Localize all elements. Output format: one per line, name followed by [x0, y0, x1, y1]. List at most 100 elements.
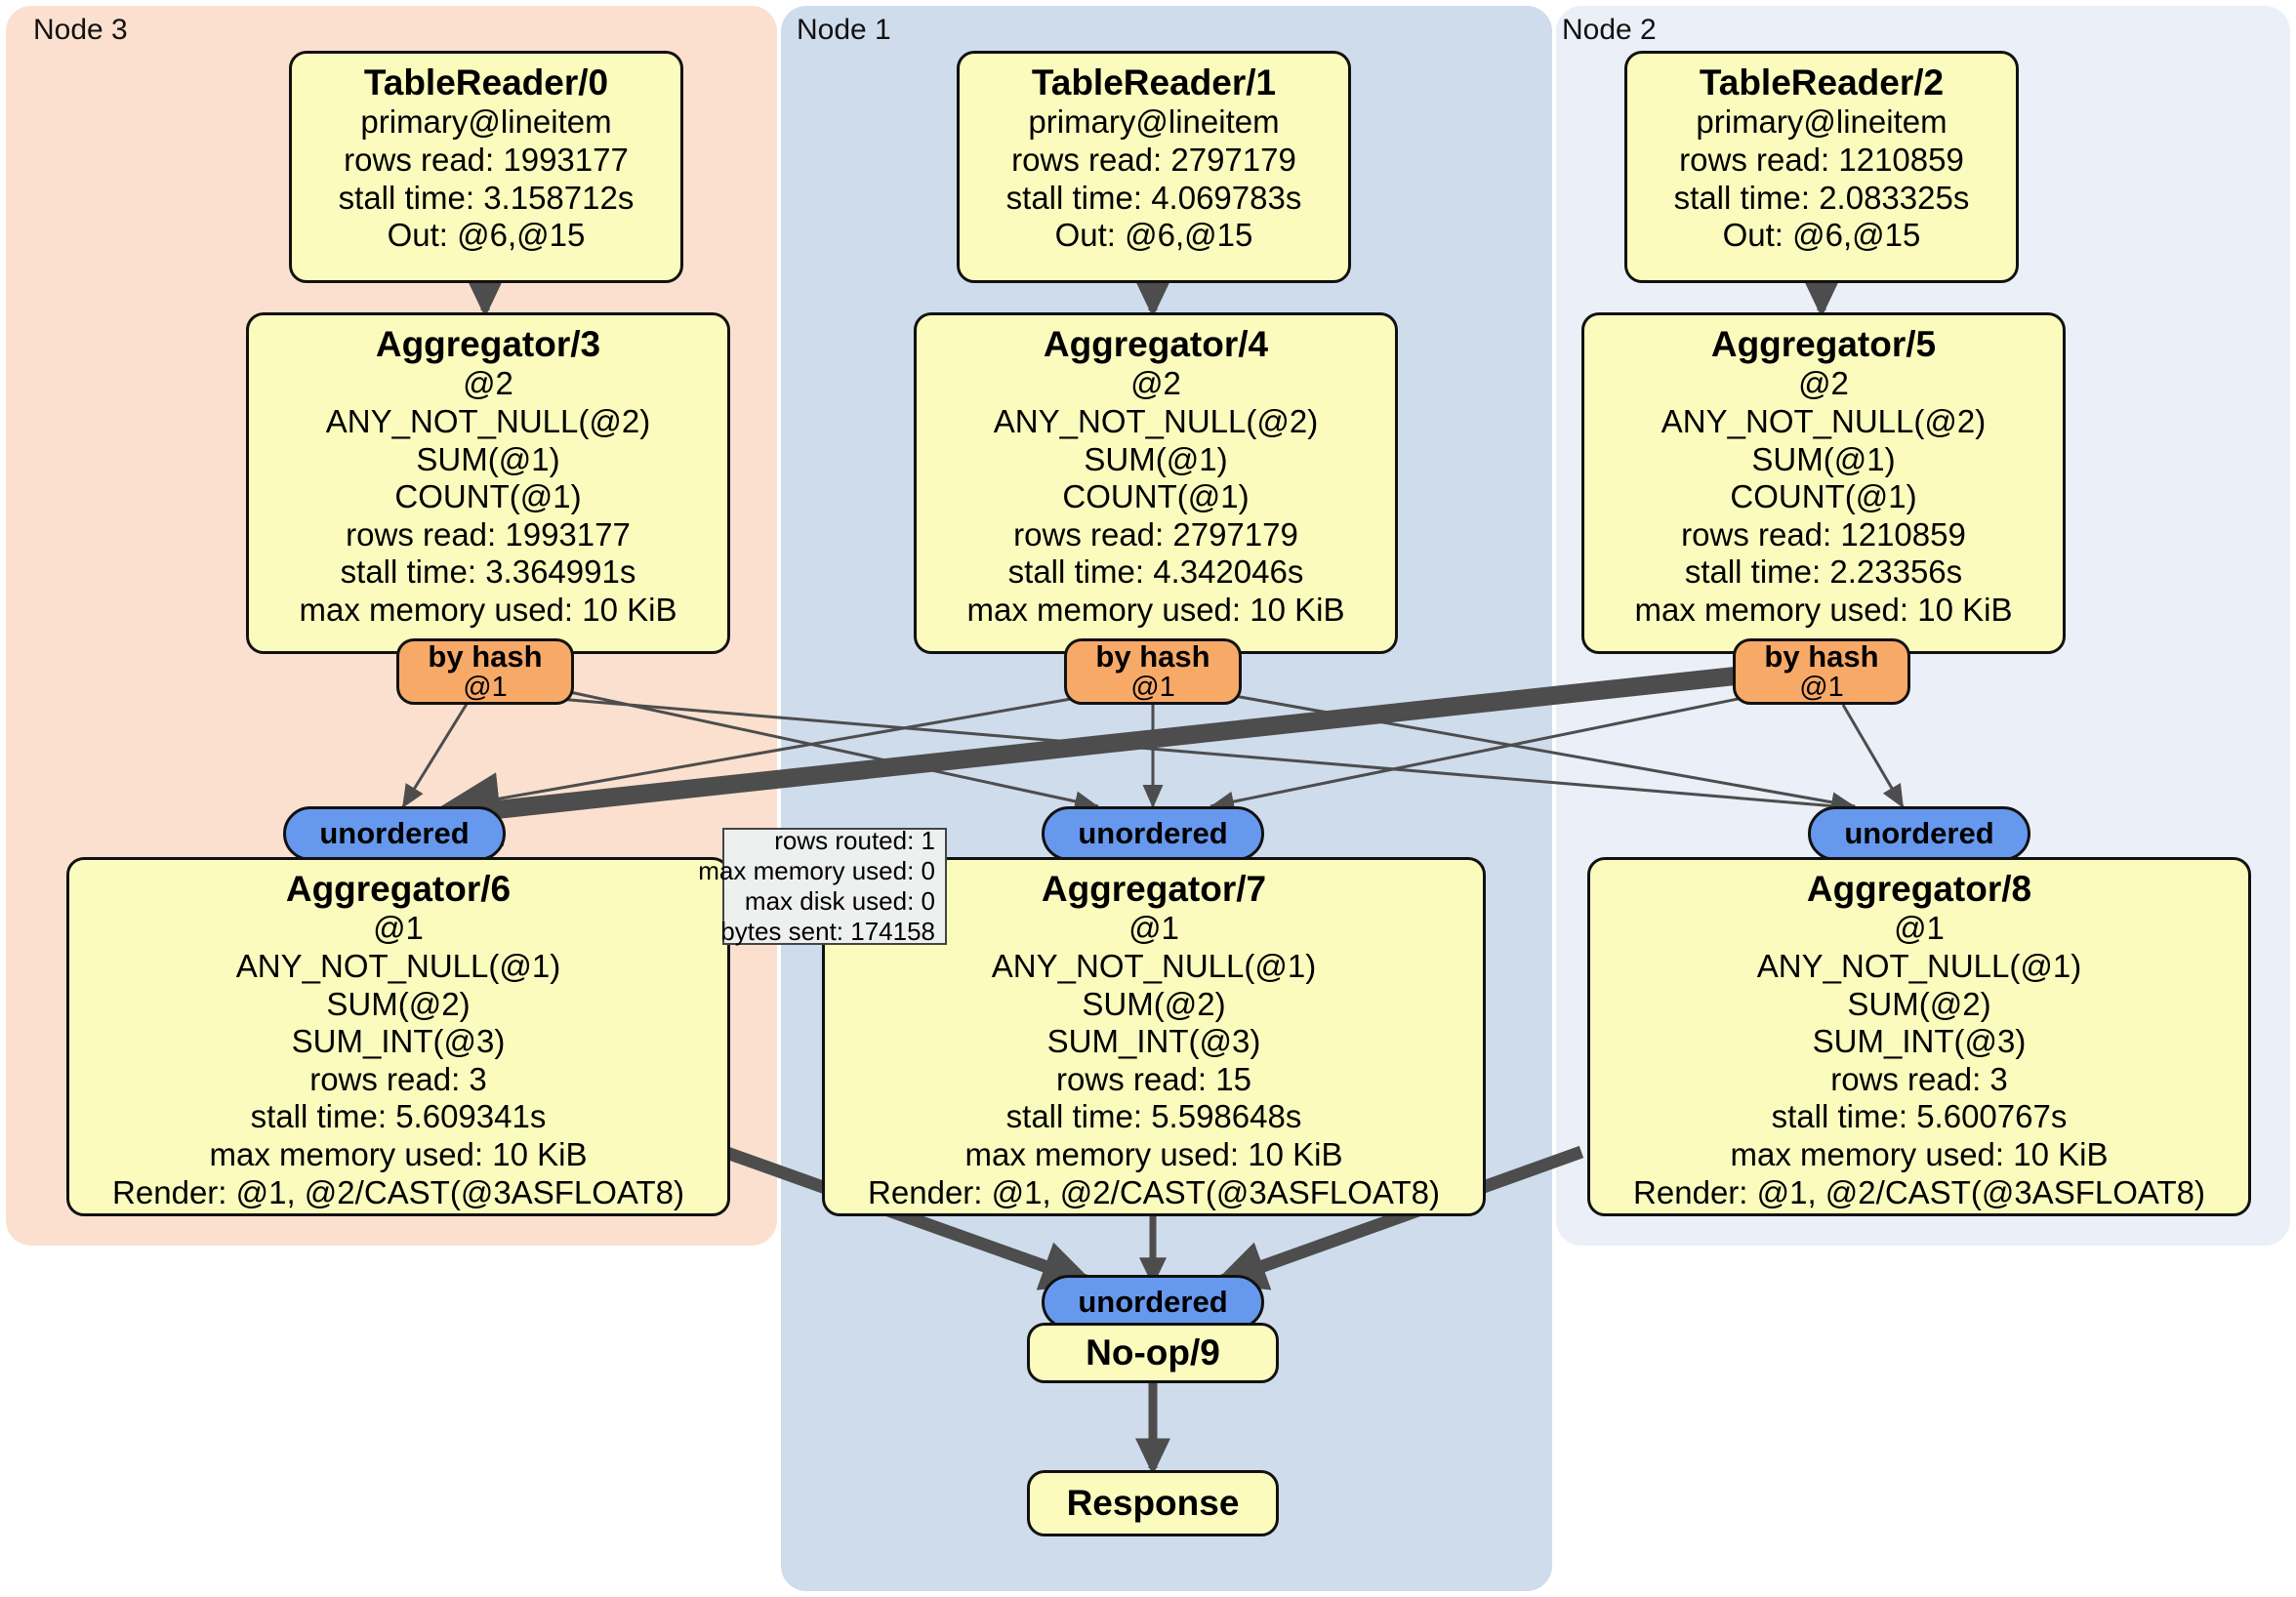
node-detail-line: max memory used: 10 KiB [1634, 591, 2013, 628]
node-aggregator-3[interactable]: Aggregator/3 @2 ANY_NOT_NULL(@2) SUM(@1)… [246, 312, 730, 654]
node-detail-line: stall time: 3.364991s [340, 553, 636, 591]
node-detail-line: COUNT(@1) [1730, 478, 1917, 515]
node-detail-line: rows read: 1993177 [344, 141, 629, 178]
router-by-hash-left[interactable]: by hash @1 [396, 638, 574, 705]
node-detail-line: Render: @1, @2/CAST(@3ASFLOAT8) [868, 1173, 1440, 1210]
node-detail-line: stall time: 4.342046s [1007, 553, 1304, 591]
node-detail-line: SUM_INT(@3) [1812, 1023, 2027, 1060]
node-detail-line: @1 [1894, 910, 1945, 947]
node-detail-line: stall time: 5.598648s [1005, 1098, 1302, 1135]
node-detail-line: SUM_INT(@3) [291, 1023, 506, 1060]
node-detail-line: stall time: 5.609341s [250, 1098, 547, 1135]
node-detail-line: stall time: 2.083325s [1673, 179, 1970, 216]
node-detail-line: @1 [1128, 910, 1179, 947]
node-detail-line: primary@lineitem [360, 103, 612, 141]
node-detail-line: max memory used: 10 KiB [299, 591, 677, 628]
stream-unordered-final[interactable]: unordered [1042, 1275, 1264, 1330]
node-detail-line: stall time: 4.069783s [1005, 179, 1302, 216]
node-detail-line: SUM(@2) [1082, 985, 1226, 1022]
node-detail-line: COUNT(@1) [394, 478, 582, 515]
cluster-label-node-1: Node 1 [797, 14, 891, 46]
router-column: @1 [1799, 672, 1844, 704]
node-detail-line: max memory used: 10 KiB [964, 1135, 1343, 1172]
node-title: Response [1066, 1483, 1240, 1524]
node-detail-line: stall time: 5.600767s [1771, 1098, 2068, 1135]
node-title: Aggregator/3 [375, 324, 601, 364]
tooltip-line: rows routed: 1 [774, 825, 935, 855]
node-detail-line: COUNT(@1) [1062, 478, 1250, 515]
node-detail-line: ANY_NOT_NULL(@2) [1660, 402, 1987, 439]
router-column: @1 [463, 672, 508, 704]
node-detail-line: SUM(@1) [1751, 440, 1896, 477]
node-detail-line: ANY_NOT_NULL(@1) [1756, 947, 2082, 984]
stream-unordered-right[interactable]: unordered [1808, 806, 2030, 861]
node-detail-line: max memory used: 10 KiB [209, 1135, 588, 1172]
node-detail-line: @2 [1130, 365, 1181, 402]
tooltip-line: max disk used: 0 [744, 886, 935, 916]
node-detail-line: SUM(@2) [1847, 985, 1991, 1022]
node-detail-line: @2 [1798, 365, 1849, 402]
node-title: Aggregator/8 [1806, 869, 2032, 909]
node-detail-line: rows read: 2797179 [1011, 141, 1296, 178]
stream-label: unordered [319, 815, 470, 850]
node-detail-line: SUM_INT(@3) [1046, 1023, 1261, 1060]
node-detail-line: ANY_NOT_NULL(@1) [991, 947, 1317, 984]
node-detail-line: Out: @6,@15 [1722, 217, 1921, 254]
node-detail-line: stall time: 3.158712s [338, 179, 635, 216]
router-by-hash-right[interactable]: by hash @1 [1733, 638, 1910, 705]
node-title: TableReader/2 [1699, 62, 1945, 102]
node-title: Aggregator/4 [1043, 324, 1269, 364]
node-detail-line: SUM(@2) [326, 985, 471, 1022]
cluster-label-node-2: Node 2 [1562, 14, 1657, 46]
node-tablereader-0[interactable]: TableReader/0 primary@lineitem rows read… [289, 51, 683, 283]
node-detail-line: ANY_NOT_NULL(@1) [235, 947, 561, 984]
node-detail-line: Out: @6,@15 [387, 217, 586, 254]
node-aggregator-4[interactable]: Aggregator/4 @2 ANY_NOT_NULL(@2) SUM(@1)… [914, 312, 1398, 654]
node-detail-line: max memory used: 10 KiB [1730, 1135, 2109, 1172]
node-title: Aggregator/5 [1710, 324, 1937, 364]
tooltip-line: bytes sent: 174158 [720, 917, 935, 947]
router-label: by hash [1095, 638, 1210, 674]
router-label: by hash [428, 638, 543, 674]
node-tablereader-2[interactable]: TableReader/2 primary@lineitem rows read… [1624, 51, 2019, 283]
node-detail-line: Render: @1, @2/CAST(@3ASFLOAT8) [1633, 1173, 2205, 1210]
node-title: TableReader/1 [1031, 62, 1277, 102]
node-aggregator-8[interactable]: Aggregator/8 @1 ANY_NOT_NULL(@1) SUM(@2)… [1587, 857, 2251, 1216]
node-aggregator-5[interactable]: Aggregator/5 @2 ANY_NOT_NULL(@2) SUM(@1)… [1581, 312, 2066, 654]
stream-label: unordered [1078, 1284, 1228, 1319]
cluster-label-node-3: Node 3 [33, 14, 128, 46]
router-label: by hash [1764, 638, 1879, 674]
node-detail-line: rows read: 2797179 [1013, 515, 1298, 553]
node-detail-line: rows read: 3 [1830, 1060, 2008, 1097]
node-detail-line: rows read: 1210859 [1681, 515, 1966, 553]
stream-label: unordered [1078, 815, 1228, 850]
node-detail-line: ANY_NOT_NULL(@2) [325, 402, 651, 439]
node-title: No-op/9 [1086, 1332, 1220, 1373]
node-detail-line: stall time: 2.23356s [1684, 553, 1963, 591]
node-detail-line: @1 [373, 910, 424, 947]
router-by-hash-center[interactable]: by hash @1 [1064, 638, 1242, 705]
stream-unordered-left[interactable]: unordered [283, 806, 506, 861]
node-detail-line: @2 [463, 365, 513, 402]
node-tablereader-1[interactable]: TableReader/1 primary@lineitem rows read… [957, 51, 1351, 283]
node-no-op-9[interactable]: No-op/9 [1027, 1323, 1279, 1383]
node-detail-line: max memory used: 10 KiB [966, 591, 1345, 628]
node-detail-line: rows read: 1993177 [346, 515, 631, 553]
node-detail-line: Out: @6,@15 [1054, 217, 1253, 254]
node-detail-line: rows read: 3 [309, 1060, 487, 1097]
node-detail-line: SUM(@1) [416, 440, 560, 477]
node-detail-line: primary@lineitem [1696, 103, 1948, 141]
node-detail-line: ANY_NOT_NULL(@2) [993, 402, 1319, 439]
stream-unordered-center[interactable]: unordered [1042, 806, 1264, 861]
stream-label: unordered [1844, 815, 1994, 850]
node-aggregator-6[interactable]: Aggregator/6 @1 ANY_NOT_NULL(@1) SUM(@2)… [66, 857, 730, 1216]
node-detail-line: rows read: 15 [1056, 1060, 1251, 1097]
node-detail-line: SUM(@1) [1084, 440, 1228, 477]
node-title: Aggregator/6 [285, 869, 512, 909]
node-response[interactable]: Response [1027, 1470, 1279, 1536]
node-detail-line: Render: @1, @2/CAST(@3ASFLOAT8) [112, 1173, 684, 1210]
node-detail-line: rows read: 1210859 [1679, 141, 1964, 178]
router-column: @1 [1130, 672, 1175, 704]
node-title: Aggregator/7 [1041, 869, 1267, 909]
